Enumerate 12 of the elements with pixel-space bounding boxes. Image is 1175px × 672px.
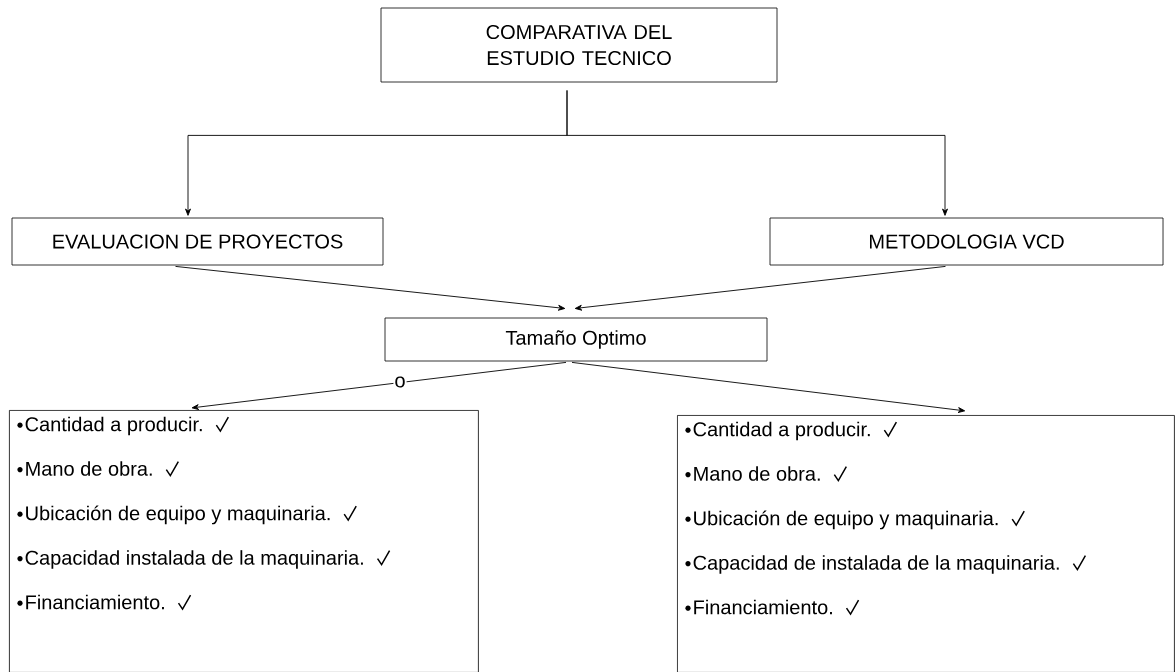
process-box: Tamaño Optimo [384, 317, 768, 362]
arrow [566, 89, 948, 216]
list-box: Cantidad a producir. Mano de obra. Ubicación de equipo y maquinaria. Capacidad instalada de la maquinaria. Financiamiento. [9, 410, 479, 672]
process-box: EVALUACION DE PROYECTOS [11, 217, 384, 266]
edge-label: o [393, 375, 407, 389]
arrow [191, 361, 567, 410]
arrow [574, 265, 946, 311]
title-box: COMPARATIVA DEL ESTUDIO TECNICO [380, 7, 778, 83]
process-box: METODOLOGIA VCD [769, 217, 1164, 266]
arrow [571, 361, 966, 413]
arrow [175, 265, 566, 311]
list-box: Cantidad a producir. Mano de obra. Ubicación de equipo y maquinaria. Capacidad de instalada de la maquinaria. Financiamiento. [677, 415, 1175, 672]
